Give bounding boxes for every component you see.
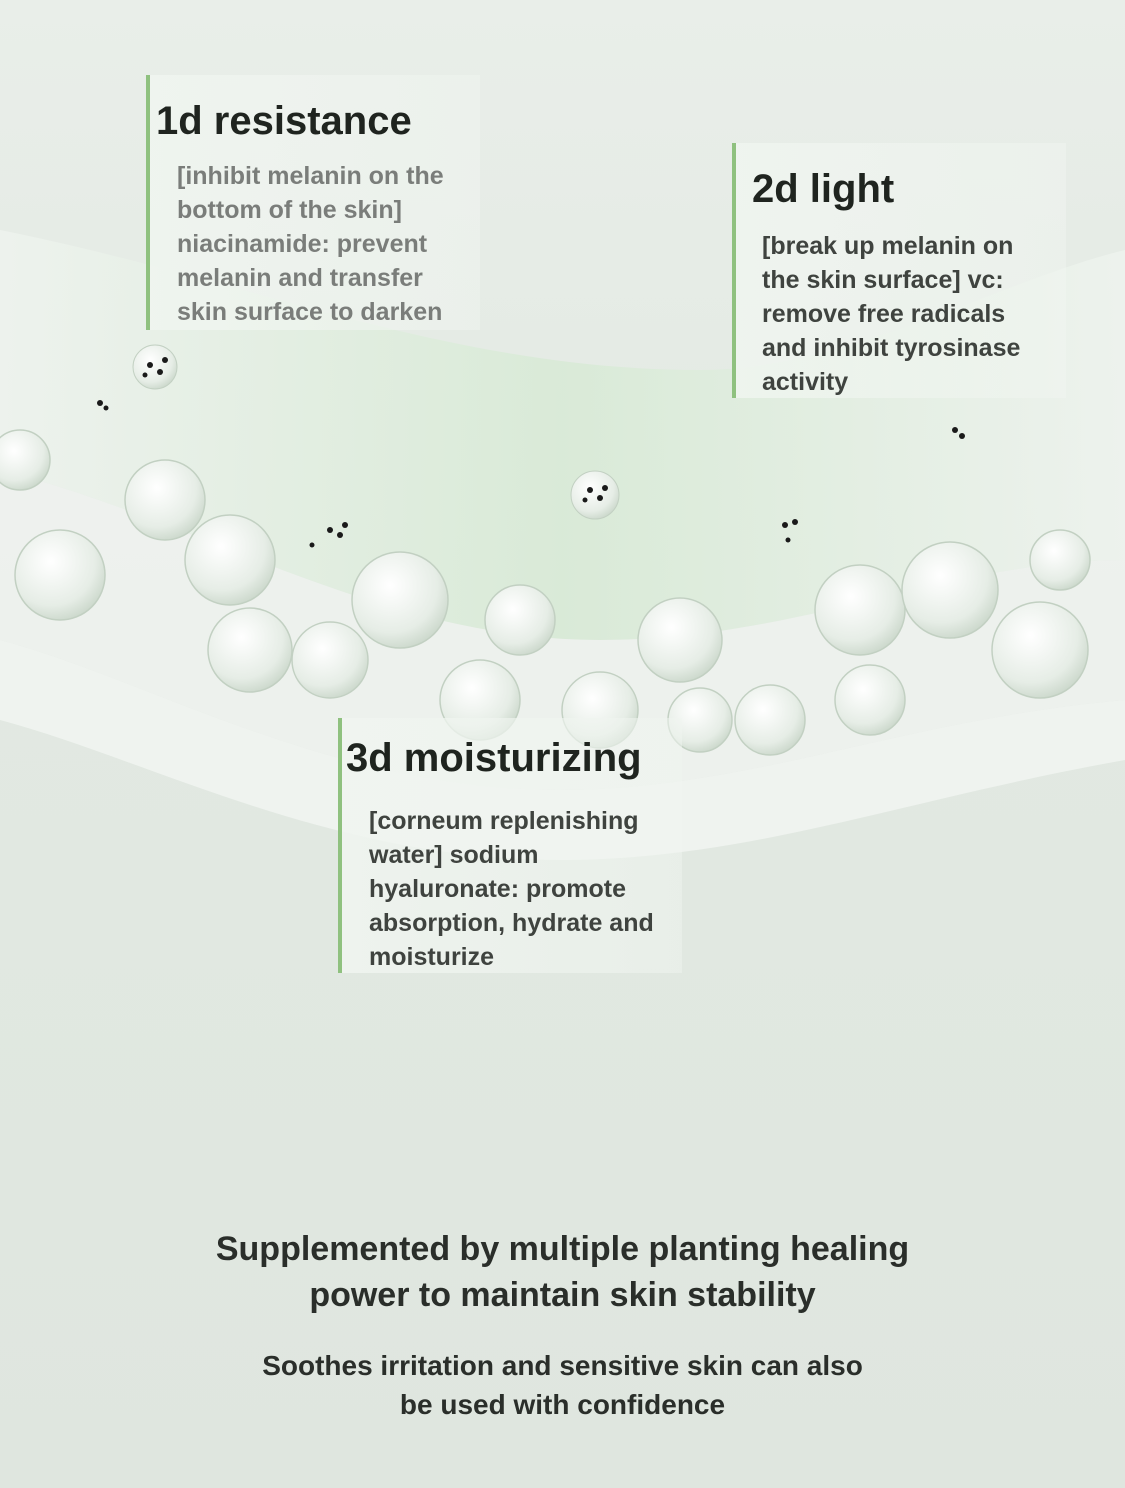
description-line: hyaluronate: promote [369,875,626,903]
description-line: absorption, hydrate and [369,909,654,937]
description-line: and inhibit tyrosinase [762,334,1021,362]
subheadline: Soothes irritation and sensitive skin ca… [0,1346,1125,1424]
description-line: moisturize [369,943,495,971]
description-line: melanin and transfer [177,264,423,292]
subheadline-line: Soothes irritation and sensitive skin ca… [262,1350,863,1381]
feature-description: [inhibit melanin on the bottom of the sk… [177,159,480,329]
description-line: [break up melanin on [762,232,1014,260]
melanin-particles [97,344,965,548]
feature-title: 1d resistance [156,99,412,143]
description-line: bottom of the skin] [177,196,402,224]
description-line: activity [762,368,849,396]
description-line: water] sodium [369,841,539,869]
feature-resistance: 1d resistance [inhibit melanin on the bo… [146,75,480,330]
headline-line: Supplemented by multiple planting healin… [215,1230,910,1268]
description-line: remove free radicals [762,300,1006,328]
description-line: [corneum replenishing [369,807,639,835]
headline: Supplemented by multiple planting healin… [0,1226,1125,1318]
feature-title: 2d light [752,167,895,211]
feature-title: 3d moisturizing [346,736,642,780]
description-line: [inhibit melanin on the [177,162,444,190]
feature-description: [break up melanin on the skin surface] v… [762,229,1066,399]
description-line: the skin surface] vc: [762,266,1004,294]
feature-description: [corneum replenishing water] sodium hyal… [369,804,682,974]
subheadline-line: be used with confidence [399,1389,726,1420]
description-line: niacinamide: prevent [177,230,428,258]
headline-line: power to maintain skin stability [309,1276,816,1314]
feature-moisturizing: 3d moisturizing [corneum replenishing wa… [338,718,682,973]
feature-light: 2d light [break up melanin on the skin s… [732,143,1066,398]
description-line: skin surface to darken [177,298,443,326]
